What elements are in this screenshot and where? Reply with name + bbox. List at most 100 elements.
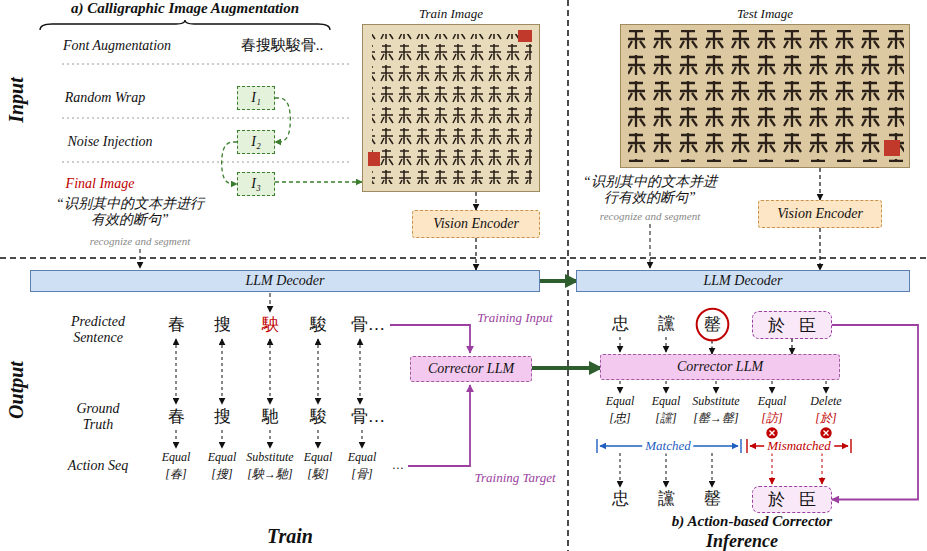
action-arg: [搜] <box>211 468 232 482</box>
calligraphy-strokes <box>628 30 904 162</box>
training-target-arrow <box>408 385 470 466</box>
decoder-bar: LLM Decoder <box>576 270 910 292</box>
compare-arrow <box>318 339 319 404</box>
span-label: Matched <box>642 439 693 454</box>
row-label: Action Seq <box>68 458 128 474</box>
action-arrow <box>826 381 827 393</box>
connector-arrow <box>475 238 476 270</box>
row-label: Ground Truth <box>63 401 133 433</box>
prompt-text: “识别其中的文本并进行有效的断句” <box>55 196 205 228</box>
image-heading: Test Image <box>621 6 909 22</box>
action-name: Substitute <box>692 395 739 409</box>
calligraphy-image <box>362 24 540 192</box>
ellipsis: … <box>393 459 404 473</box>
step-label: Final Image <box>66 176 135 192</box>
truth-char: 春 <box>168 407 185 427</box>
node-label: Vision Encoder <box>433 216 519 232</box>
span-label: Mismatched <box>764 439 834 454</box>
cross-icon <box>770 431 775 436</box>
prompt-arrow <box>650 224 651 268</box>
input-arrow <box>620 337 621 352</box>
output-char: 忠 <box>612 489 629 509</box>
action-arrow <box>772 381 773 393</box>
truth-char: 馳 <box>262 407 279 427</box>
action-arrow <box>362 430 363 448</box>
training-input-arrow <box>390 325 470 353</box>
truth-char: 搜 <box>214 407 231 427</box>
predicted-char: 忠 <box>612 314 629 334</box>
step-label: Random Wrap <box>65 90 146 106</box>
connector-arrow <box>532 366 600 370</box>
predicted-char: 讜 <box>658 314 675 334</box>
action-arrow <box>716 381 717 393</box>
error-circle: 罄 <box>696 308 729 341</box>
section-divider <box>567 0 569 551</box>
connector-arrow <box>475 192 476 210</box>
span-tick <box>596 439 597 453</box>
predicted-char: 搜 <box>214 315 231 335</box>
action-arrow <box>176 430 177 448</box>
node-label: I₂ <box>251 134 261 150</box>
corrector-box: Corrector LLM <box>410 356 532 382</box>
output-char: 罄 <box>704 489 721 509</box>
compare-arrow <box>360 339 361 404</box>
connector-arrow <box>791 339 792 354</box>
predicted-char: 春 <box>168 315 185 335</box>
encoder-box: Vision Encoder <box>758 200 882 228</box>
action-arrow <box>318 430 319 448</box>
action-arrow <box>666 381 667 393</box>
image-heading: Train Image <box>363 6 539 22</box>
pending-box: 於 臣 <box>752 486 832 513</box>
connector-arrow <box>819 168 820 200</box>
node-label: 罄 <box>704 313 721 336</box>
action-arg: [駚→馳] <box>247 468 292 482</box>
compare-arrow <box>222 339 223 404</box>
action-arrow <box>222 430 223 448</box>
cross-icon <box>824 431 829 436</box>
action-arrow <box>620 381 621 393</box>
row-title: Output <box>5 361 28 419</box>
prompt-arrow <box>140 249 141 268</box>
output-arrow <box>712 453 713 487</box>
connector-arrow <box>275 181 362 182</box>
calligraphy-strokes <box>372 34 532 184</box>
mismatch-icons <box>767 428 831 438</box>
row-label: Predicted Sentence <box>56 314 140 346</box>
circle-outline <box>696 308 728 340</box>
row-separator <box>62 162 352 163</box>
connector-arrow <box>540 279 576 283</box>
prompt-text: “识别其中的文本并进行有效的断句” <box>580 174 720 206</box>
span-tick <box>746 439 747 453</box>
flow-label: Training Target <box>474 471 555 486</box>
predicted-char: 骨… <box>351 315 385 335</box>
cross-icon <box>767 428 777 438</box>
prompt-translation: recognize and segment <box>90 235 190 248</box>
action-name: Delete <box>810 395 841 409</box>
flow-label: Training Input <box>477 311 553 326</box>
output-arrows <box>620 453 822 487</box>
row-separator <box>62 118 352 119</box>
connector-arrow <box>275 98 290 142</box>
action-name: Equal <box>304 451 333 465</box>
seal-stamp <box>368 152 380 166</box>
node-label: Vision Encoder <box>777 206 863 222</box>
node-label: Corrector LLM <box>677 359 763 375</box>
action-arg: [骨] <box>351 468 372 482</box>
action-arg: [忠] <box>609 412 630 426</box>
truth-char: 骨… <box>351 407 385 427</box>
row-separator <box>62 64 352 65</box>
action-arg: [罄→罄] <box>693 412 738 426</box>
action-arg: [於] <box>815 412 836 426</box>
action-name: Equal <box>162 451 191 465</box>
section-divider <box>0 257 927 259</box>
augmentation-box: I₁ <box>237 86 275 110</box>
action-name: Equal <box>758 395 787 409</box>
action-name: Equal <box>652 395 681 409</box>
action-arg: [駿] <box>307 468 328 482</box>
compare-arrow <box>176 339 177 404</box>
connector-arrow <box>222 142 237 184</box>
calligraphy-image <box>620 24 910 168</box>
output-arrow <box>666 453 667 487</box>
seal-stamp <box>518 30 532 42</box>
compare-arrow <box>270 339 271 404</box>
